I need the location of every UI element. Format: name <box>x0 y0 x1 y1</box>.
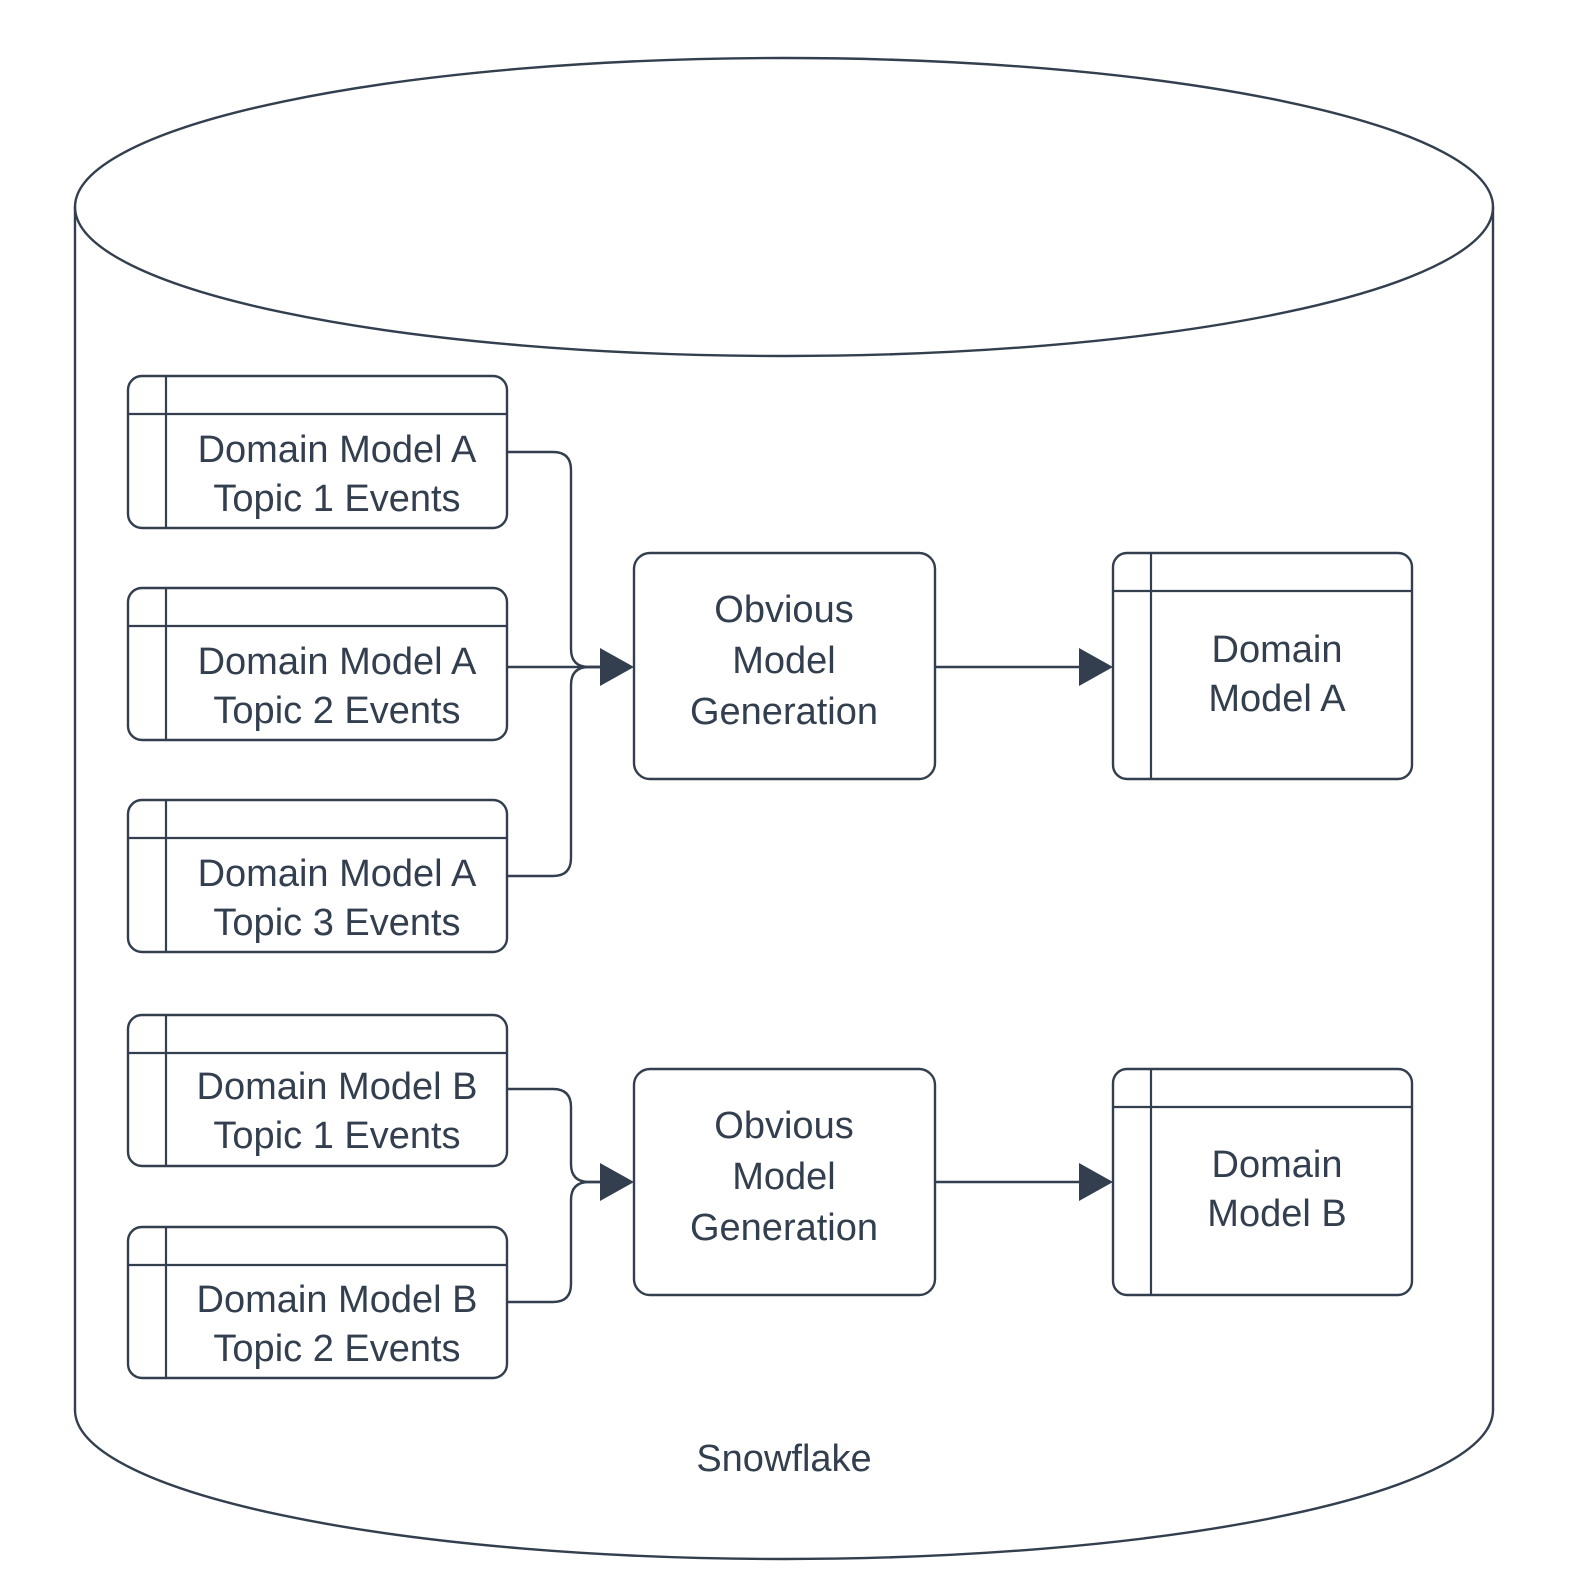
node-process-a[interactable]: Obvious Model Generation <box>632 551 937 781</box>
table-icon <box>128 800 507 952</box>
a-topic-3-label-line1: Domain Model A <box>198 853 477 895</box>
process-a-label-line2: Model <box>732 640 836 682</box>
connector-a3 <box>507 665 600 878</box>
table-icon <box>1113 1069 1412 1295</box>
connector-b1 <box>507 1087 600 1184</box>
node-output-b[interactable]: Domain Model B <box>1111 1067 1414 1297</box>
process-b-label-line2: Model <box>732 1156 836 1198</box>
connector-group-b <box>507 1087 634 1304</box>
output-a-label-line1: Domain <box>1212 629 1343 671</box>
node-b-topic-2[interactable]: Domain Model B Topic 2 Events <box>126 1225 509 1380</box>
snowflake-cylinder[interactable]: Snowflake <box>73 56 1495 1561</box>
process-a-label-line1: Obvious <box>714 589 853 631</box>
a-topic-2-label-line1: Domain Model A <box>198 641 477 683</box>
connector-group-a <box>507 450 634 878</box>
table-icon <box>128 1015 507 1166</box>
arrow-head-b-into-output <box>1079 1163 1113 1201</box>
a-topic-3-label-line2: Topic 3 Events <box>213 902 460 944</box>
a-topic-1-label-line1: Domain Model A <box>198 429 477 471</box>
node-a-topic-2[interactable]: Domain Model A Topic 2 Events <box>126 586 509 742</box>
cylinder-top-ellipse <box>73 56 1495 358</box>
connector-b-process-to-output <box>935 1163 1113 1201</box>
output-a-label-line2: Model A <box>1208 678 1346 720</box>
b-topic-2-label-line2: Topic 2 Events <box>213 1328 460 1370</box>
connector-a1 <box>507 450 600 669</box>
snowflake-label: Snowflake <box>696 1438 871 1480</box>
node-b-topic-1[interactable]: Domain Model B Topic 1 Events <box>126 1013 509 1168</box>
connector-b2 <box>507 1180 600 1304</box>
process-a-label-line3: Generation <box>690 691 878 733</box>
arrow-head-a-into-process <box>600 648 634 686</box>
output-b-label-line1: Domain <box>1212 1144 1343 1186</box>
b-topic-1-label-line1: Domain Model B <box>197 1066 478 1108</box>
arrow-head-b-into-process <box>600 1163 634 1201</box>
connector-a-process-to-output <box>935 648 1113 686</box>
node-output-a[interactable]: Domain Model A <box>1111 551 1414 781</box>
table-icon <box>1113 553 1412 779</box>
output-b-box <box>1111 1067 1414 1297</box>
output-a-box <box>1111 551 1414 781</box>
b-topic-2-label-line1: Domain Model B <box>197 1279 478 1321</box>
output-b-label-line2: Model B <box>1207 1193 1346 1235</box>
table-icon <box>128 588 507 740</box>
a-topic-1-label-line2: Topic 1 Events <box>213 478 460 520</box>
node-a-topic-1[interactable]: Domain Model A Topic 1 Events <box>126 374 509 530</box>
a-topic-2-label-line2: Topic 2 Events <box>213 690 460 732</box>
node-process-b[interactable]: Obvious Model Generation <box>632 1067 937 1297</box>
b-topic-1-label-line2: Topic 1 Events <box>213 1115 460 1157</box>
process-b-label-line1: Obvious <box>714 1105 853 1147</box>
node-a-topic-3[interactable]: Domain Model A Topic 3 Events <box>126 798 509 954</box>
cylinder-bottom-arc <box>73 1408 1495 1561</box>
arrow-head-a-into-output <box>1079 648 1113 686</box>
process-b-label-line3: Generation <box>690 1207 878 1249</box>
table-icon <box>128 376 507 528</box>
table-icon <box>128 1227 507 1378</box>
